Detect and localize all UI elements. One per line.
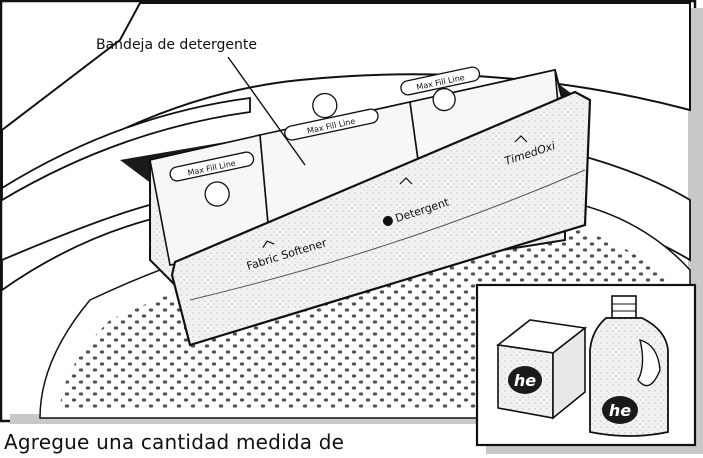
he-products-inset: he he	[475, 283, 703, 454]
drawer-front	[170, 90, 592, 347]
bottle-he-logo-icon	[602, 396, 638, 424]
detergent-arrow-icon	[399, 177, 413, 185]
max-fill-softener: Max Fill Line	[169, 151, 255, 207]
softener-arrow-icon	[262, 240, 275, 248]
max-fill-detergent: Max Fill Line	[284, 92, 379, 141]
frame-shadow-bottom	[10, 414, 700, 424]
callout-label: Bandeja de detergente	[96, 37, 257, 53]
bottle-cap	[611, 295, 637, 319]
bottle-handle	[637, 339, 661, 387]
he-symbol-icon	[382, 215, 393, 226]
caption-text: Agregue una cantidad medida de	[4, 430, 345, 454]
bottle-logo-text: he	[609, 401, 631, 420]
callout-leader-line	[227, 56, 306, 166]
box-side	[552, 326, 586, 420]
box-logo-text: he	[514, 371, 536, 390]
box-he-logo-icon	[508, 366, 542, 394]
drawer-contour	[189, 169, 586, 301]
washer-ledge	[1, 96, 251, 202]
oxi-arrow-icon	[514, 135, 528, 143]
